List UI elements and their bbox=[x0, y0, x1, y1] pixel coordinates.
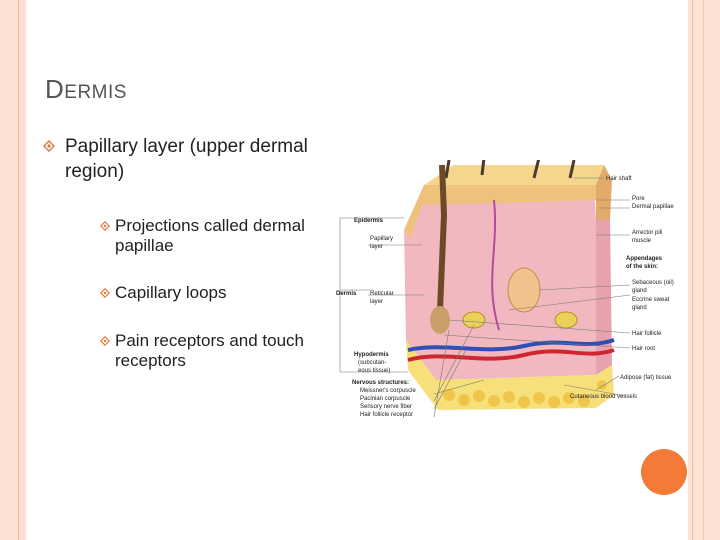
artery bbox=[407, 348, 615, 362]
label-dermis: Dermis bbox=[336, 291, 357, 297]
label-hair-root: Hair root bbox=[632, 346, 655, 352]
label-hypodermis-sub-1: (subcutan- bbox=[358, 360, 386, 366]
label-arrector-2: muscle bbox=[632, 238, 652, 244]
label-adipose: Adipose (fat) tissue bbox=[620, 375, 672, 381]
label-hypodermis: Hypodermis bbox=[354, 352, 389, 358]
left-border-frame bbox=[0, 0, 26, 540]
label-sebaceous-1: Sebaceous (oil) bbox=[632, 280, 674, 286]
pacinian-corpuscle bbox=[554, 311, 578, 329]
sub-bullet-icon bbox=[100, 221, 110, 231]
hair-follicle bbox=[437, 164, 448, 311]
right-border-frame bbox=[688, 0, 720, 540]
right-border-line-inner bbox=[703, 0, 704, 540]
left-border-line bbox=[18, 0, 19, 540]
hair-shafts bbox=[444, 160, 576, 179]
label-papillary-2: layer bbox=[370, 244, 383, 250]
decorative-orange-circle bbox=[641, 449, 687, 495]
dermis-block bbox=[404, 185, 596, 380]
title-initial: D bbox=[45, 74, 65, 104]
label-pore: Pore bbox=[632, 196, 645, 202]
sub-bullet-icon bbox=[100, 336, 110, 346]
pacinian-corpuscle bbox=[462, 311, 486, 329]
sweat-duct bbox=[491, 199, 500, 331]
label-hair-shaft: Hair shaft bbox=[606, 176, 632, 182]
right-border-line bbox=[692, 0, 693, 540]
label-eccrine-2: gland bbox=[632, 305, 647, 311]
label-meissners: Meissner's corpuscle bbox=[360, 388, 416, 394]
label-reticular-1: Reticular bbox=[370, 291, 394, 297]
title-rest: ERMIS bbox=[64, 82, 127, 103]
hair-bulb bbox=[430, 306, 450, 334]
sub-bullet-capillary-loops: Capillary loops bbox=[115, 283, 227, 302]
sub-bullet-icon bbox=[100, 288, 110, 298]
label-hair-follicle: Hair follicle bbox=[632, 331, 662, 337]
label-pacinian: Pacinian corpuscle bbox=[360, 396, 411, 402]
label-sebaceous-2: gland bbox=[632, 288, 647, 294]
left-labels: Epidermis Papillary layer Dermis Reticul… bbox=[336, 218, 416, 418]
sub-bullet-dermal-papillae: Projections called dermal papillae bbox=[115, 216, 305, 255]
label-cutaneous: Cutaneous blood vessels bbox=[570, 394, 637, 400]
left-guides bbox=[339, 217, 485, 418]
label-eccrine-1: Eccrine sweat bbox=[632, 297, 670, 303]
epidermis-layer bbox=[404, 185, 596, 238]
sub-bullet-receptors: Pain receptors and touch receptors bbox=[115, 331, 305, 370]
label-reticular-2: layer bbox=[370, 299, 383, 305]
hypodermis-block bbox=[406, 340, 614, 410]
label-appendages-2: of the skin: bbox=[626, 264, 658, 270]
sebaceous-gland bbox=[507, 267, 541, 313]
vein bbox=[407, 338, 615, 352]
label-appendages-1: Appendages bbox=[626, 256, 663, 262]
label-sensory-nerve: Sensory nerve fiber bbox=[360, 404, 412, 410]
dermis-side bbox=[596, 220, 612, 375]
label-hypodermis-sub-2: eous tissue) bbox=[358, 368, 390, 374]
bullet-icon bbox=[43, 140, 55, 152]
label-hair-follicle-receptor: Hair follicle receptor bbox=[360, 412, 413, 418]
label-epidermis: Epidermis bbox=[354, 218, 384, 224]
label-nervous-structures: Nervous structures: bbox=[352, 380, 409, 386]
adipose-cells bbox=[443, 380, 607, 408]
label-arrector-1: Arrector pili bbox=[632, 230, 662, 236]
label-papillary-1: Papillary bbox=[370, 236, 393, 242]
label-dermal-papillae: Dermal papillae bbox=[632, 204, 674, 210]
bullet-papillary-layer: Papillary layer (upper dermal region) bbox=[65, 136, 308, 182]
skin-diagram: Epidermis Papillary layer Dermis Reticul… bbox=[336, 160, 674, 418]
right-labels: Hair shaft Pore Dermal papillae Arrector… bbox=[570, 176, 674, 400]
right-guides bbox=[443, 177, 631, 397]
slide-title: DERMIS bbox=[45, 74, 127, 105]
epidermis-top bbox=[424, 165, 604, 185]
epidermis-side bbox=[596, 165, 612, 220]
